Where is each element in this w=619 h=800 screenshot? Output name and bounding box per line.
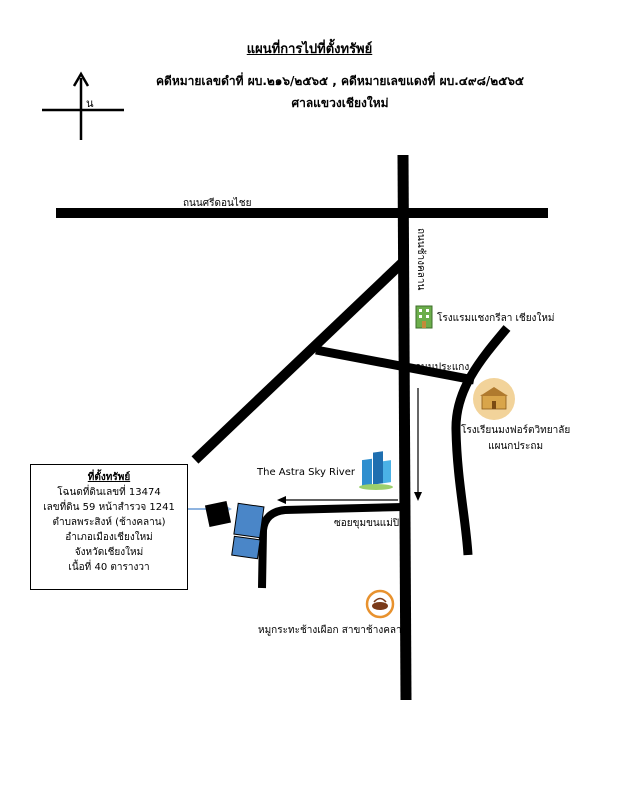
- road-changklan: [397, 154, 412, 701]
- map-title: แผนที่การไปที่ตั้งทรัพย์: [246, 42, 373, 57]
- neighbor-plot-black: [204, 500, 232, 528]
- grill-pot-icon: [365, 589, 395, 619]
- property-line: จังหวัดเชียงใหม่: [74, 547, 144, 558]
- label-prakong: ถนนประแกง: [415, 362, 470, 373]
- route-arrow-down: [414, 388, 422, 501]
- label-astra: The Astra Sky River: [257, 467, 355, 478]
- property-line: โฉนดที่ดินเลขที่ 13474: [57, 487, 161, 498]
- label-soi: ซอยขุมขนแม่ปิง: [334, 518, 405, 529]
- label-montfort-line2: แผนกประถม: [488, 441, 544, 452]
- property-heading: ที่ตั้งทรัพย์: [87, 472, 131, 483]
- property-plot-lower: [231, 535, 261, 560]
- label-sridonchai: ถนนศรีดอนไชย: [183, 198, 252, 209]
- case-header: คดีหมายเลขดำที่ ผบ.๒๑๖/๒๕๖๕ , คดีหมายเลข…: [90, 70, 590, 114]
- label-montfort: โรงเรียนมงฟอร์ตวิทยาลัย แผนกประถม: [461, 423, 570, 455]
- property-plot-main: [233, 502, 265, 539]
- condo-tower-icon: [359, 451, 393, 490]
- label-shangri-la: โรงแรมแชงกรีลา เชียงใหม่: [437, 313, 555, 324]
- property-line: เลขที่ดิน 59 หน้าสำรวจ 1241: [43, 502, 175, 513]
- label-montfort-line1: โรงเรียนมงฟอร์ตวิทยาลัย: [461, 425, 571, 436]
- property-info-box: ที่ตั้งทรัพย์ โฉนดที่ดินเลขที่ 13474 เลข…: [30, 464, 188, 590]
- court-name: ศาลแขวงเชียงใหม่: [291, 96, 389, 110]
- label-changklan: ถนนช้างคลาน: [415, 228, 426, 291]
- property-line: ตำบลพระสิงห์ (ช้างคลาน): [52, 517, 166, 528]
- case-number-line: คดีหมายเลขดำที่ ผบ.๒๑๖/๒๕๖๕ , คดีหมายเลข…: [156, 74, 524, 88]
- road-prakong: [315, 345, 475, 385]
- compass-arrow-icon: [42, 71, 124, 140]
- north-label: น: [86, 97, 94, 110]
- property-line: เนื้อที่ 40 ตารางวา: [68, 562, 150, 573]
- road-curve-right: [451, 325, 511, 556]
- school-building-icon: [473, 378, 515, 420]
- property-line: อำเภอเมืองเชียงใหม่: [65, 532, 153, 543]
- hotel-building-icon: [415, 305, 433, 329]
- route-arrow-left: [277, 496, 398, 504]
- label-mookata: หมูกระทะช้างเผือก สาขาช้างคลาน: [258, 625, 409, 636]
- road-diagonal: [191, 258, 407, 464]
- road-soi: [258, 503, 404, 589]
